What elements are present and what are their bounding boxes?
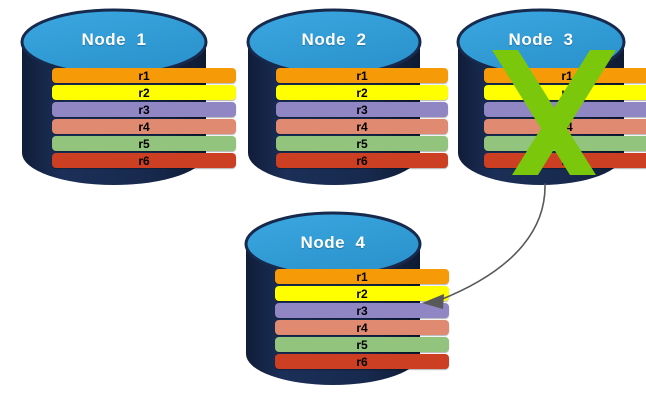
row-label-r4: r4: [356, 119, 368, 134]
row-label-r2: r2: [138, 85, 150, 100]
row-r6[interactable]: r6: [275, 354, 449, 369]
row-r3[interactable]: r3: [484, 102, 646, 117]
row-label-r1: r1: [561, 68, 573, 83]
row-r1[interactable]: r1: [275, 269, 449, 284]
row-r2[interactable]: r2: [276, 85, 448, 100]
row-label-r5: r5: [138, 136, 150, 151]
row-r6[interactable]: r6: [52, 153, 236, 168]
node-cylinder-2[interactable]: Node 2 r1 r2 r3 r4 r5 r6: [246, 8, 448, 185]
row-label-r1: r1: [356, 269, 368, 284]
row-label-r3: r3: [356, 303, 368, 318]
node-rows-3: r1 r2 r3 r4 r5 r6: [458, 68, 646, 170]
row-r1[interactable]: r1: [276, 68, 448, 83]
row-label-r4: r4: [138, 119, 150, 134]
row-label-r3: r3: [356, 102, 368, 117]
row-label-r1: r1: [138, 68, 150, 83]
node-cylinder-4[interactable]: Node 4 r1 r2 r3 r4 r5 r6: [244, 211, 449, 385]
row-label-r3: r3: [561, 102, 573, 117]
row-label-r5: r5: [356, 337, 368, 352]
row-label-r6: r6: [356, 153, 368, 168]
row-label-r4: r4: [356, 320, 368, 335]
row-r3[interactable]: r3: [275, 303, 449, 318]
row-r2[interactable]: r2: [484, 85, 646, 100]
row-r6[interactable]: r6: [276, 153, 448, 168]
row-label-r5: r5: [561, 136, 573, 151]
node-rows-2: r1 r2 r3 r4 r5 r6: [248, 68, 476, 170]
row-label-r6: r6: [356, 354, 368, 369]
row-label-r2: r2: [356, 85, 368, 100]
row-r1[interactable]: r1: [484, 68, 646, 83]
row-r5[interactable]: r5: [275, 337, 449, 352]
row-r4[interactable]: r4: [276, 119, 448, 134]
row-r2[interactable]: r2: [275, 286, 449, 301]
row-r5[interactable]: r5: [276, 136, 448, 151]
row-r1[interactable]: r1: [52, 68, 236, 83]
row-r3[interactable]: r3: [52, 102, 236, 117]
row-r4[interactable]: r4: [275, 320, 449, 335]
row-r4[interactable]: r4: [484, 119, 646, 134]
row-label-r2: r2: [561, 85, 573, 100]
row-r2[interactable]: r2: [52, 85, 236, 100]
node-cylinder-3[interactable]: Node 3 r1 r2 r3 r4 r5 r6: [456, 8, 646, 185]
node-rows-4: r1 r2 r3 r4 r5 r6: [246, 269, 478, 371]
row-r6[interactable]: r6: [484, 153, 646, 168]
row-label-r4: r4: [561, 119, 573, 134]
node-cylinder-1[interactable]: Node 1 r1 r2 r3 r4 r5 r6: [20, 8, 236, 185]
row-label-r1: r1: [356, 68, 368, 83]
row-label-r6: r6: [561, 153, 573, 168]
row-label-r6: r6: [138, 153, 150, 168]
row-r5[interactable]: r5: [484, 136, 646, 151]
row-label-r2: r2: [356, 286, 368, 301]
row-label-r3: r3: [138, 102, 150, 117]
row-label-r5: r5: [356, 136, 368, 151]
node-rows-1: r1 r2 r3 r4 r5 r6: [22, 68, 266, 170]
row-r5[interactable]: r5: [52, 136, 236, 151]
row-r4[interactable]: r4: [52, 119, 236, 134]
row-r3[interactable]: r3: [276, 102, 448, 117]
